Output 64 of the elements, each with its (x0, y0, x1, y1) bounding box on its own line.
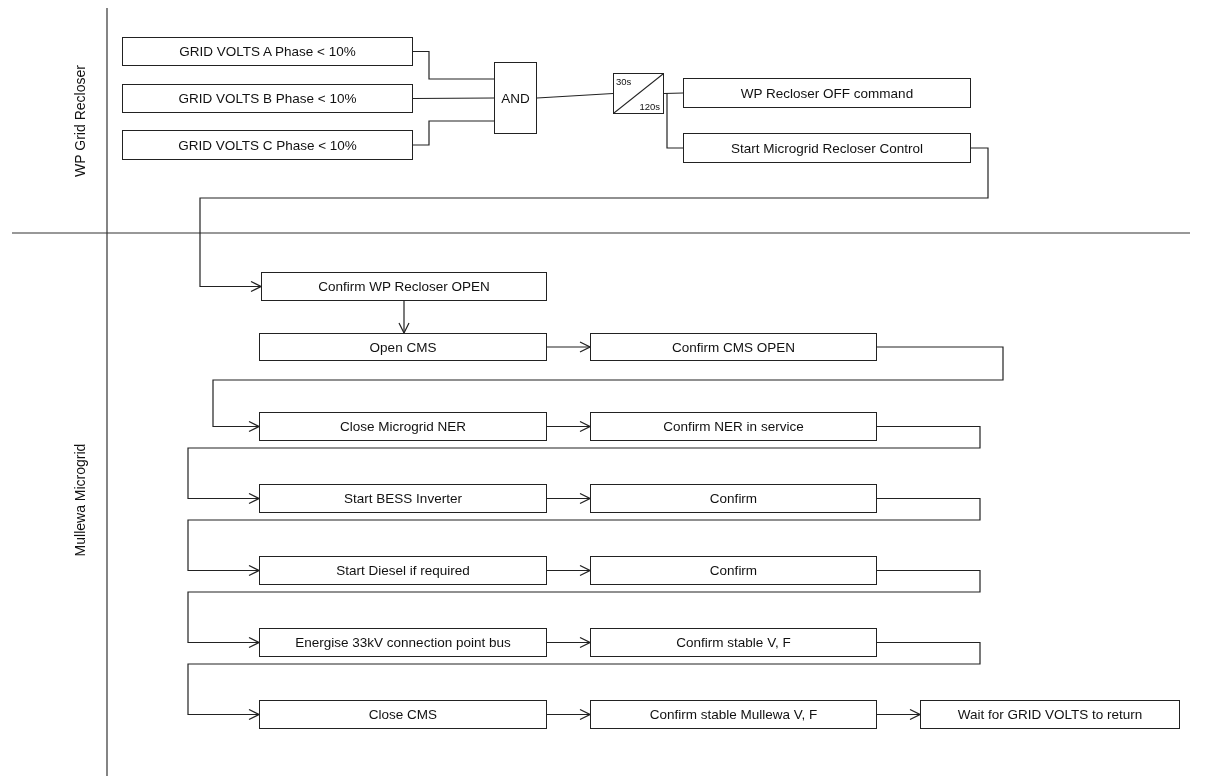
arrow (546, 564, 591, 577)
process-box (261, 272, 547, 301)
node-label: Start Microgrid Recloser Control (730, 140, 924, 156)
node-label: Open CMS (369, 339, 437, 355)
arrow (546, 492, 591, 505)
process-box (590, 333, 877, 361)
arrow (398, 300, 410, 334)
arrow (212, 346, 1004, 433)
arrow (187, 497, 981, 577)
node-label: Confirm (709, 563, 758, 578)
node-label: WP Recloser OFF command (740, 85, 914, 101)
process-box (122, 37, 413, 66)
node-label: Confirm WP Recloser OPEN (318, 279, 490, 294)
node-label: GRID VOLTS B Phase < 10% (178, 91, 357, 106)
connector-line (536, 92, 614, 99)
arrow (546, 708, 591, 721)
node-label: Confirm (709, 491, 758, 506)
process-box (590, 412, 877, 441)
arrow (546, 420, 591, 433)
node-label: Confirm CMS OPEN (672, 339, 795, 355)
time-value: 120s (639, 102, 660, 112)
process-box (590, 628, 877, 657)
arrow (199, 147, 989, 293)
connector-line (412, 50, 495, 80)
node-label: Confirm stable Mullewa V, F (649, 707, 818, 722)
process-box (920, 700, 1180, 729)
process-box (259, 700, 547, 729)
arrow (187, 569, 981, 649)
logic-gate-box (494, 62, 537, 134)
timer-box (613, 73, 664, 114)
connector-line (412, 97, 495, 100)
arrow (187, 425, 981, 505)
node-label: Confirm stable V, F (676, 635, 791, 650)
process-box (590, 484, 877, 513)
node-label: Start Diesel if required (336, 563, 470, 578)
node-label: Confirm NER in service (663, 419, 804, 434)
swimlane-label: WP Grid Recloser (71, 65, 88, 177)
process-box (122, 130, 413, 160)
process-box (683, 78, 971, 108)
node-label: Close CMS (368, 707, 438, 722)
time-value: 30s (616, 77, 632, 87)
arrow (546, 341, 591, 353)
process-box (259, 484, 547, 513)
process-box (259, 628, 547, 657)
swimlane-label: Mullewa Microgrid (71, 443, 88, 557)
process-box (122, 84, 413, 113)
node-label: AND (501, 90, 530, 106)
process-box (259, 556, 547, 585)
process-box (590, 700, 877, 729)
node-label: Start BESS Inverter (344, 491, 462, 506)
connector-line (663, 92, 684, 149)
node-label: Wait for GRID VOLTS to return (957, 707, 1143, 722)
process-box (683, 133, 971, 163)
arrow (546, 636, 591, 649)
connector-line (412, 120, 495, 146)
process-box (590, 556, 877, 585)
node-label: GRID VOLTS C Phase < 10% (178, 137, 357, 153)
node-label: GRID VOLTS A Phase < 10% (179, 44, 356, 59)
process-box (259, 333, 547, 361)
node-label: Close Microgrid NER (340, 419, 466, 434)
arrow (876, 708, 921, 721)
arrow (187, 641, 981, 721)
process-box (259, 412, 547, 441)
node-label: Energise 33kV connection point bus (295, 635, 511, 650)
